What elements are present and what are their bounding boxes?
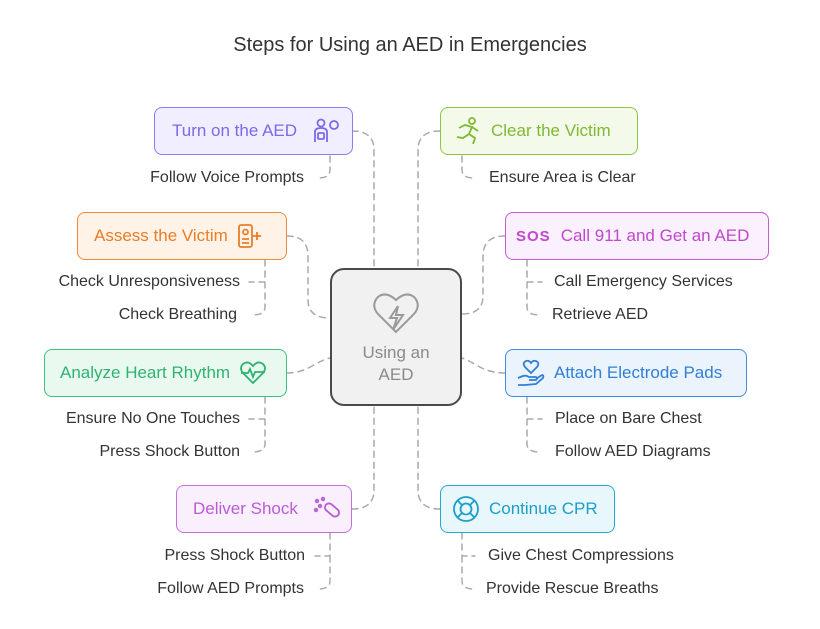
- sub-retrieve-aed: Retrieve AED: [552, 306, 649, 323]
- sub-press-shock-button-left: Press Shock Button: [99, 443, 240, 460]
- step-call-911: SOS Call 911 and Get an AED: [505, 212, 769, 260]
- sub-place-on-bare-chest: Place on Bare Chest: [555, 410, 702, 427]
- sub-ensure-no-one-touches: Ensure No One Touches: [65, 410, 240, 427]
- step-label: Turn on the AED: [172, 121, 298, 140]
- lifebuoy-icon: [453, 496, 479, 522]
- sub-follow-aed-diagrams: Follow AED Diagrams: [555, 443, 711, 460]
- sub-press-shock-button: Press Shock Button: [164, 547, 305, 564]
- step-label: Analyze Heart Rhythm: [60, 363, 231, 382]
- medical-device-icon: [237, 224, 261, 248]
- hand-heart-icon: [517, 359, 545, 386]
- sub-give-chest-compressions: Give Chest Compressions: [488, 547, 674, 564]
- people-icon: [314, 118, 339, 142]
- pill-icon: [313, 496, 340, 518]
- sub-call-emergency-services: Call Emergency Services: [554, 273, 733, 290]
- sub-follow-voice-prompts: Follow Voice Prompts: [150, 169, 304, 186]
- central-label: Using an AED: [362, 343, 430, 384]
- page-title: Steps for Using an AED in Emergencies: [233, 34, 587, 56]
- sos-icon: SOS: [516, 227, 551, 245]
- central-node-using-aed: Using an AED: [330, 268, 462, 406]
- step-label: Assess the Victim: [94, 226, 228, 245]
- step-turn-on-aed: Turn on the AED: [154, 107, 353, 155]
- step-label: Clear the Victim: [491, 121, 611, 140]
- sub-provide-rescue-breaths: Provide Rescue Breaths: [486, 580, 659, 597]
- heart-rhythm-icon: [240, 361, 266, 385]
- step-continue-cpr: Continue CPR: [440, 485, 615, 533]
- step-label: Attach Electrode Pads: [554, 363, 723, 382]
- step-clear-victim: Clear the Victim: [440, 107, 638, 155]
- sub-check-breathing: Check Breathing: [118, 306, 237, 323]
- heart-lightning-icon: [373, 293, 419, 334]
- sub-check-unresponsiveness: Check Unresponsiveness: [58, 273, 240, 290]
- step-deliver-shock: Deliver Shock: [176, 485, 352, 533]
- sub-follow-aed-prompts: Follow AED Prompts: [157, 580, 304, 597]
- step-attach-electrode-pads: Attach Electrode Pads: [505, 349, 747, 397]
- sub-ensure-area-clear: Ensure Area is Clear: [489, 169, 636, 186]
- step-label: Continue CPR: [489, 499, 598, 518]
- step-assess-victim: Assess the Victim: [77, 212, 287, 260]
- step-label: Deliver Shock: [193, 499, 298, 518]
- step-analyze-heart-rhythm: Analyze Heart Rhythm: [44, 349, 287, 397]
- step-label: Call 911 and Get an AED: [560, 226, 750, 245]
- running-person-icon: [456, 117, 479, 145]
